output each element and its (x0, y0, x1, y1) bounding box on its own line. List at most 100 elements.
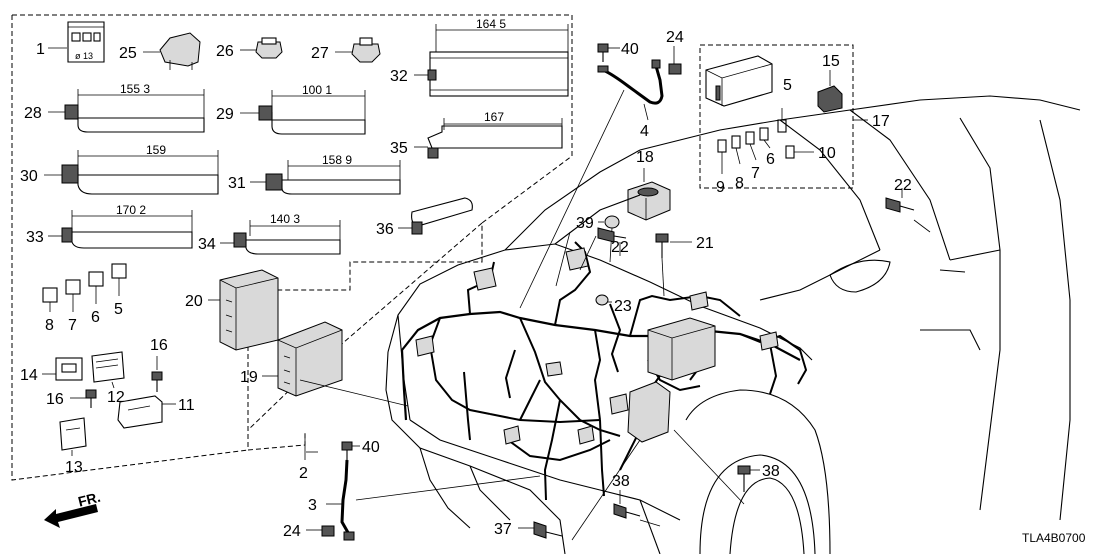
callout-1: 1 (36, 41, 45, 58)
part-13-module (59, 417, 87, 451)
callout-9: 9 (716, 179, 725, 196)
part-20-control-unit (219, 269, 279, 351)
part-24-nut-upper (668, 63, 682, 75)
callout-24-lower: 24 (283, 523, 301, 540)
callout-23: 23 (614, 298, 632, 315)
callout-5-left: 5 (114, 301, 123, 318)
dimension-35: 167 (484, 110, 504, 124)
callout-6-left: 6 (91, 309, 100, 326)
dimension-30: 159 (146, 143, 166, 157)
callout-7-left: 7 (68, 317, 77, 334)
callout-20: 20 (185, 293, 203, 310)
part-16-bolt-lower (85, 389, 97, 408)
fuses-left (42, 263, 127, 312)
part-18-fuse-box-cover (627, 181, 671, 221)
part-35-protector (427, 125, 563, 159)
dimension-29: 100 1 (302, 83, 332, 97)
part-21-bolt (655, 233, 669, 258)
callout-19: 19 (240, 369, 258, 386)
part-24-nut-lower (321, 525, 335, 537)
part-40-bolt-upper (597, 43, 609, 62)
part-23-clip (595, 294, 609, 306)
callout-5-relay-box: 5 (783, 77, 792, 94)
relay-box-outline (699, 44, 854, 189)
callout-22-right: 22 (894, 177, 912, 194)
callout-21: 21 (696, 235, 714, 252)
dimension-28: 155 3 (120, 82, 150, 96)
callout-37: 37 (494, 521, 512, 538)
callout-30: 30 (20, 168, 38, 185)
fuses-relay-box (717, 108, 814, 174)
callout-25: 25 (119, 45, 137, 62)
callout-24-upper: 24 (666, 29, 684, 46)
front-label: FR. (76, 489, 102, 510)
part-17-relay-box (705, 55, 773, 107)
callout-35: 35 (390, 140, 408, 157)
dimension-33: 170 2 (116, 203, 146, 217)
callout-33: 33 (26, 229, 44, 246)
callout-13: 13 (65, 459, 83, 476)
figure-code: TLA4B0700 (1022, 531, 1086, 545)
part-15-relay (817, 85, 843, 113)
part-32-protector (427, 51, 569, 97)
part-27-clip (351, 37, 381, 63)
callout-26: 26 (216, 43, 234, 60)
callout-28: 28 (24, 105, 42, 122)
callout-7-relay-box: 7 (751, 165, 760, 182)
dimension-32: 164 5 (476, 17, 506, 31)
front-direction-arrow (44, 504, 98, 528)
part-14-module (55, 357, 83, 381)
part-28-protector (64, 104, 205, 133)
callout-2: 2 (299, 465, 308, 482)
part-4-ground-cable (597, 59, 664, 105)
part-22-bolt-center (597, 227, 627, 243)
callout-11: 11 (178, 397, 195, 414)
part-33-protector (61, 227, 193, 249)
callout-6-relay-box: 6 (766, 151, 775, 168)
callout-31: 31 (228, 175, 246, 192)
part-26-clip (255, 37, 283, 59)
callout-38-left: 38 (612, 473, 630, 490)
part-12-module (91, 351, 125, 383)
callout-32: 32 (390, 68, 408, 85)
part-31-protector (265, 173, 401, 195)
callout-4: 4 (640, 123, 649, 140)
callout-34: 34 (198, 236, 216, 253)
junction-block (415, 247, 779, 445)
part-34-protector (233, 232, 341, 255)
part-39-clip (604, 215, 620, 229)
part-1-marking: ø 13 (75, 51, 93, 61)
part-22-bolt-right (885, 197, 915, 213)
part-37-bolt (533, 521, 563, 539)
car-body-outline (385, 95, 1081, 554)
dimension-34: 140 3 (270, 212, 300, 226)
part-19-control-unit (277, 321, 343, 397)
callout-17: 17 (872, 113, 890, 130)
part-30-protector (61, 164, 219, 195)
callout-15: 15 (822, 53, 840, 70)
callout-27: 27 (311, 45, 329, 62)
part-36-cover (411, 197, 473, 235)
part-16-bolt-upper (151, 371, 163, 392)
callout-3: 3 (308, 497, 317, 514)
callout-8-left: 8 (45, 317, 54, 334)
main-wire-harness (400, 241, 808, 501)
callout-16-upper: 16 (150, 337, 168, 354)
part-25-cover (159, 32, 201, 70)
callout-39: 39 (576, 215, 594, 232)
callout-14: 14 (20, 367, 38, 384)
part-29-protector (258, 105, 366, 135)
callout-40-upper: 40 (621, 41, 639, 58)
part-40-bolt-lower (341, 441, 353, 460)
callout-29: 29 (216, 106, 234, 123)
callout-40-lower: 40 (362, 439, 380, 456)
part-3-ground-cable (340, 459, 355, 541)
callout-16-lower: 16 (46, 391, 64, 408)
callout-10: 10 (818, 145, 836, 162)
part-38-bolt-left (613, 503, 641, 519)
part-38-bolt-right (737, 465, 751, 492)
part-11-bracket (117, 395, 163, 429)
callout-8-relay-box: 8 (735, 175, 744, 192)
dimension-31: 158 9 (322, 153, 352, 167)
